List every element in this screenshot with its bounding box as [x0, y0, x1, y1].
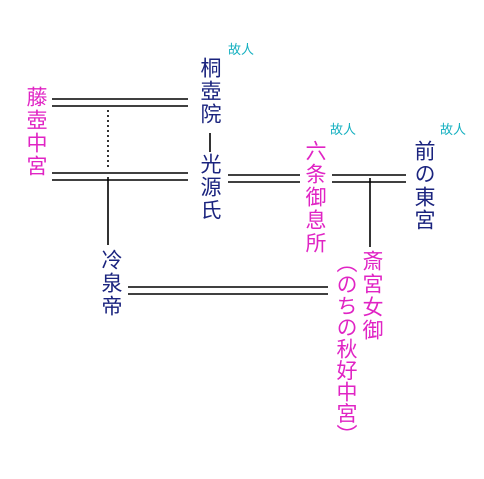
reizei-name: 冷泉帝	[99, 249, 123, 318]
fujitsubo-name: 藤壺中宮	[24, 86, 48, 178]
saigu-later-title: （のちの秋好中宮）	[334, 252, 358, 446]
rokujo-name: 六条御息所	[303, 140, 327, 255]
kiritsubo-name: 桐壺院	[198, 57, 222, 126]
saigu-name: 斎宮女御	[360, 250, 384, 342]
genji-name: 光源氏	[198, 153, 222, 222]
kiritsubo-deceased-note: 故人	[228, 43, 255, 58]
rokujo-deceased-note: 故人	[330, 123, 357, 138]
zenbo-name: 前の東宮	[412, 140, 436, 232]
zenbo-deceased-note: 故人	[440, 123, 467, 138]
